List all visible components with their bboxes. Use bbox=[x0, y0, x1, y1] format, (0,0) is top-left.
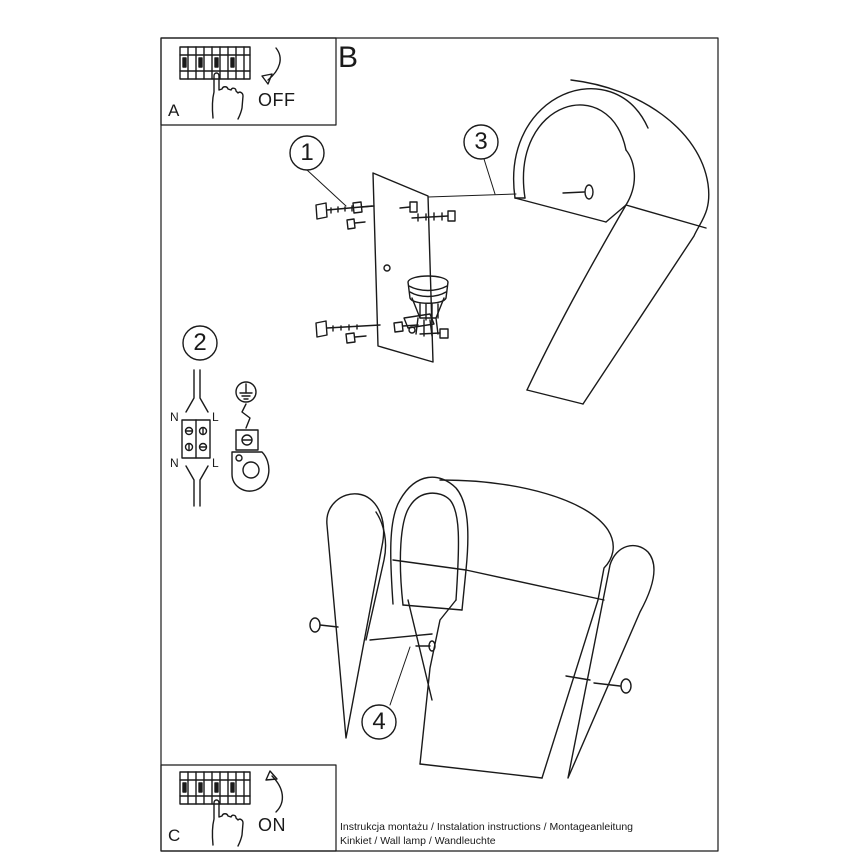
screw-icon bbox=[411, 210, 456, 222]
breaker-box-icon bbox=[179, 771, 251, 805]
panel-c bbox=[160, 764, 337, 852]
screw-icon bbox=[399, 201, 418, 213]
lamp-shade-lower bbox=[309, 476, 655, 779]
screw-icon bbox=[315, 202, 373, 220]
panel-c-letter: C bbox=[168, 826, 181, 845]
wire-n-top: N bbox=[170, 410, 179, 424]
diagram-frame bbox=[160, 37, 719, 852]
step-4-number: 4 bbox=[372, 708, 386, 735]
screw-icon bbox=[315, 320, 381, 338]
panel-a-state: OFF bbox=[258, 90, 296, 110]
lamp-socket-icon bbox=[403, 275, 449, 337]
hand-icon bbox=[211, 72, 244, 120]
panel-c-state: ON bbox=[258, 815, 286, 835]
arrow-down-icon bbox=[267, 47, 281, 81]
breaker-box-icon bbox=[179, 46, 251, 80]
screw-icon bbox=[393, 321, 419, 333]
screw-icon bbox=[593, 678, 632, 694]
screw-icon bbox=[419, 328, 449, 339]
wire-l-bottom: L bbox=[212, 456, 219, 470]
panel-a-letter: A bbox=[168, 101, 180, 120]
step-1-number: 1 bbox=[300, 139, 314, 166]
wire-l-top: L bbox=[212, 410, 219, 424]
screw-icon bbox=[345, 332, 367, 344]
hand-icon bbox=[211, 799, 244, 847]
step-3-circle bbox=[463, 124, 499, 160]
section-b-label: B bbox=[338, 41, 359, 74]
step-4-circle bbox=[361, 704, 397, 740]
footer-product: Kinkiet / Wall lamp / Wandleuchte bbox=[340, 835, 496, 847]
lamp-shade-upper bbox=[512, 79, 710, 405]
terminal-block bbox=[181, 369, 211, 507]
screw-icon bbox=[562, 184, 594, 200]
ground-icon bbox=[235, 381, 257, 403]
arrow-up-icon bbox=[271, 775, 283, 813]
screw-icon bbox=[346, 218, 366, 230]
screw-icon bbox=[309, 617, 339, 633]
footer-instructions: Instrukcja montażu / Instalation instruc… bbox=[340, 821, 633, 833]
panel-a bbox=[160, 37, 337, 126]
step-2-number: 2 bbox=[193, 329, 207, 356]
step-2-circle bbox=[182, 325, 218, 361]
ground-terminal bbox=[231, 381, 270, 492]
screw-icon bbox=[352, 201, 375, 214]
wire-n-bottom: N bbox=[170, 456, 179, 470]
mounting-plate bbox=[315, 172, 456, 363]
screw-icon bbox=[415, 640, 436, 652]
step-3-number: 3 bbox=[474, 128, 488, 155]
